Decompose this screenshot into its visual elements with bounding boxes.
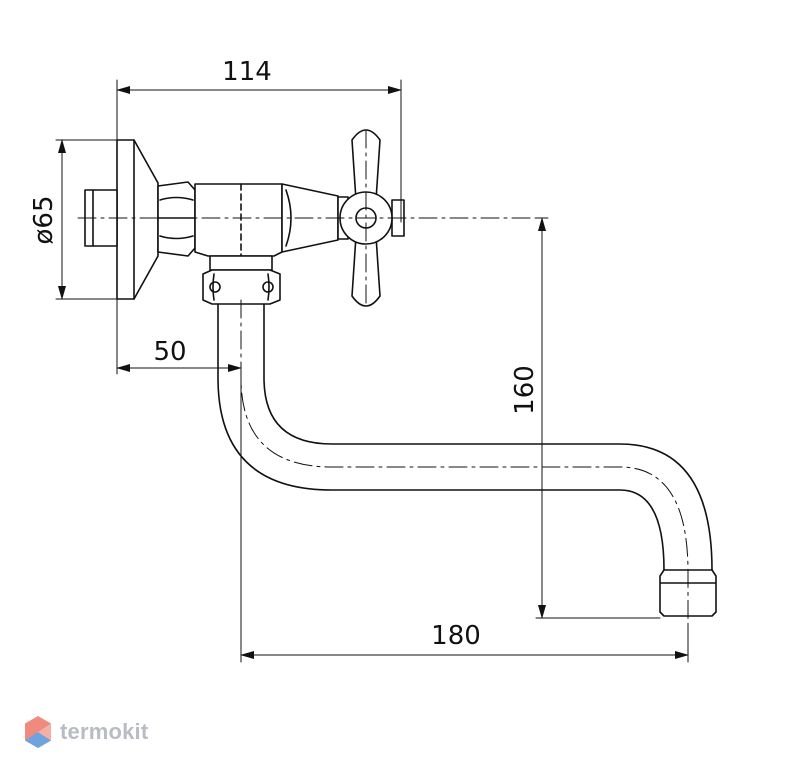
dimension-height-label: 160 xyxy=(510,365,540,415)
dimension-lines xyxy=(58,86,689,659)
hex-nut xyxy=(157,181,196,257)
extension-lines xyxy=(55,79,689,663)
dimension-diameter-label: ø65 xyxy=(29,196,59,245)
center-lines xyxy=(77,129,689,627)
dimension-width-label: 114 xyxy=(222,57,272,87)
valve-body xyxy=(194,183,283,257)
brand-watermark: termokit xyxy=(24,712,148,752)
dimension-wall-offset-label: 50 xyxy=(153,337,186,367)
wall-flange xyxy=(116,139,159,300)
union-nut xyxy=(202,255,281,305)
dimension-reach-label: 180 xyxy=(431,621,481,651)
brand-name: termokit xyxy=(60,719,149,744)
spout-pipe xyxy=(217,303,713,571)
hexagon-logo-icon xyxy=(25,716,51,748)
